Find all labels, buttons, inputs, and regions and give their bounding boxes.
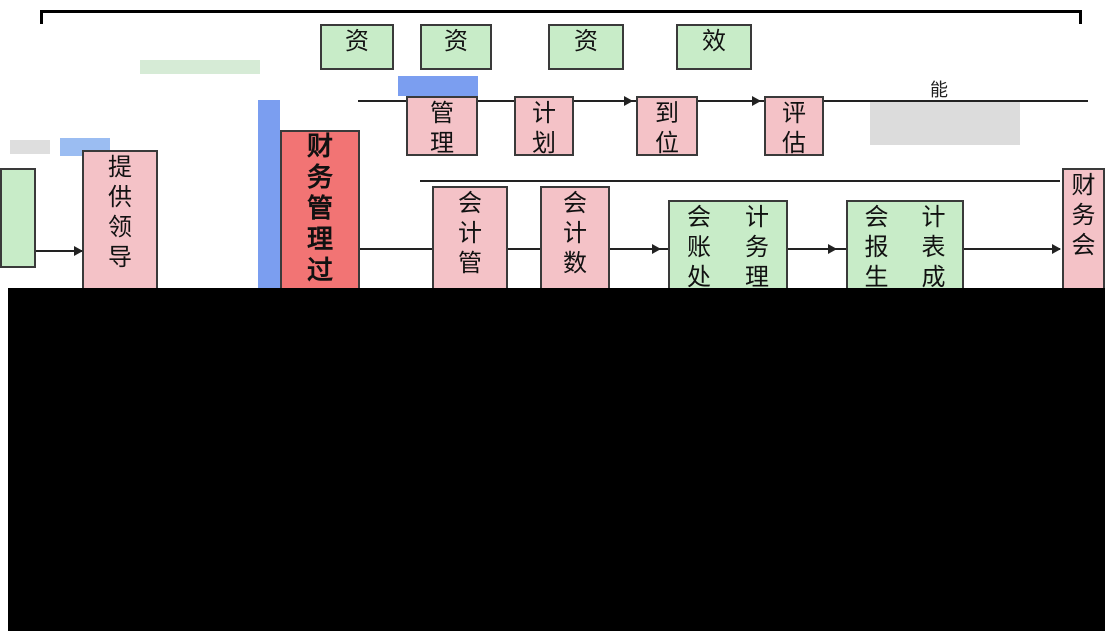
top-box-3: 资 (548, 24, 624, 70)
blue-strip-top (398, 76, 478, 96)
left-box-provide: 提 供 领 导 (82, 150, 158, 290)
right-box-line-3: 会 (1071, 231, 1096, 259)
acct-box-4-line-4: 表 (921, 233, 946, 261)
center-blue-bar (258, 100, 280, 288)
arrow-right-icon (624, 96, 633, 106)
side-label-right-top: 能 (930, 80, 948, 101)
plan-box-2-line-1: 计 (532, 99, 556, 127)
right-box-line-1: 财 (1071, 171, 1096, 199)
center-title-box: 财 务 管 理 过 (280, 130, 360, 290)
plan-box-evaluate: 评 估 (764, 96, 824, 156)
noise-block (870, 100, 1020, 145)
left-connector (36, 250, 82, 252)
top-box-2: 资 (420, 24, 492, 70)
top-box-1: 资 (320, 24, 394, 70)
plan-row-connector (358, 100, 1088, 102)
acct-box-4-line-3: 报 (864, 233, 889, 261)
center-title-line-5: 过 (306, 256, 333, 286)
acct-box-2-line-3: 数 (563, 249, 587, 277)
black-occlusion (8, 288, 1105, 631)
center-title-line-3: 管 (306, 194, 333, 224)
right-box-finance: 财 务 会 (1062, 168, 1105, 290)
noise-block (140, 60, 260, 74)
plan-box-1-line-1: 管 (430, 99, 454, 127)
acct-box-report: 会 计 报 表 生 成 (846, 200, 964, 290)
center-title-line-2: 务 (306, 163, 333, 193)
arrow-right-icon (1052, 244, 1061, 254)
plan-box-3-line-2: 位 (655, 129, 679, 156)
acct-box-1-line-1: 会 (458, 189, 482, 217)
acct-box-manage: 会 计 管 (432, 186, 508, 290)
acct-box-3-line-4: 务 (745, 233, 769, 261)
acct-box-3-line-5: 处 (687, 263, 711, 290)
plan-box-3-line-1: 到 (655, 99, 679, 127)
left-box-line-4: 导 (108, 243, 132, 271)
acct-box-4-line-1: 会 (864, 203, 889, 231)
acct-box-1-line-3: 管 (458, 249, 482, 277)
outer-frame-left (40, 10, 43, 24)
plan-box-4-line-2: 估 (782, 129, 806, 156)
acct-box-2-line-2: 计 (563, 219, 587, 247)
top-box-3-label: 资 (574, 27, 598, 55)
left-box-line-2: 供 (108, 183, 132, 211)
arrow-right-icon (752, 96, 761, 106)
acct-box-3-line-2: 计 (745, 203, 769, 231)
right-box-line-2: 务 (1071, 201, 1096, 229)
left-edge-box (0, 168, 36, 268)
acct-box-data: 会 计 数 (540, 186, 610, 290)
acct-box-bookkeeping: 会 计 账 务 处 理 (668, 200, 788, 290)
top-box-4-label: 效 (702, 27, 726, 55)
plan-box-arrive: 到 位 (636, 96, 698, 156)
acct-box-2-line-1: 会 (563, 189, 587, 217)
noise-block (10, 140, 50, 154)
left-box-line-3: 领 (108, 213, 132, 241)
arrow-right-icon (828, 244, 837, 254)
top-box-4: 效 (676, 24, 752, 70)
acct-box-3-line-1: 会 (687, 203, 711, 231)
acct-box-4-line-2: 计 (921, 203, 946, 231)
top-box-2-label: 资 (444, 27, 468, 55)
arrow-right-icon (74, 246, 83, 256)
left-box-line-1: 提 (108, 153, 132, 181)
acct-box-3-line-6: 理 (745, 263, 769, 290)
plan-box-2-line-2: 划 (532, 129, 556, 156)
top-box-1-label: 资 (345, 27, 369, 55)
arrow-right-icon (652, 244, 661, 254)
plan-box-plan: 计 划 (514, 96, 574, 156)
outer-frame-right (1079, 10, 1082, 24)
outer-frame-top (40, 10, 1082, 13)
center-title-line-1: 财 (306, 132, 333, 162)
plan-box-4-line-1: 评 (782, 99, 806, 127)
acct-box-4-line-5: 生 (864, 263, 889, 290)
acct-box-3-line-3: 账 (687, 233, 711, 261)
acct-box-4-line-6: 成 (921, 263, 946, 290)
center-title-line-4: 理 (306, 225, 333, 255)
plan-box-1-line-2: 理 (430, 129, 454, 156)
acct-box-1-line-2: 计 (458, 219, 482, 247)
plan-box-manage: 管 理 (406, 96, 478, 156)
accounting-top-connector (420, 180, 1060, 182)
